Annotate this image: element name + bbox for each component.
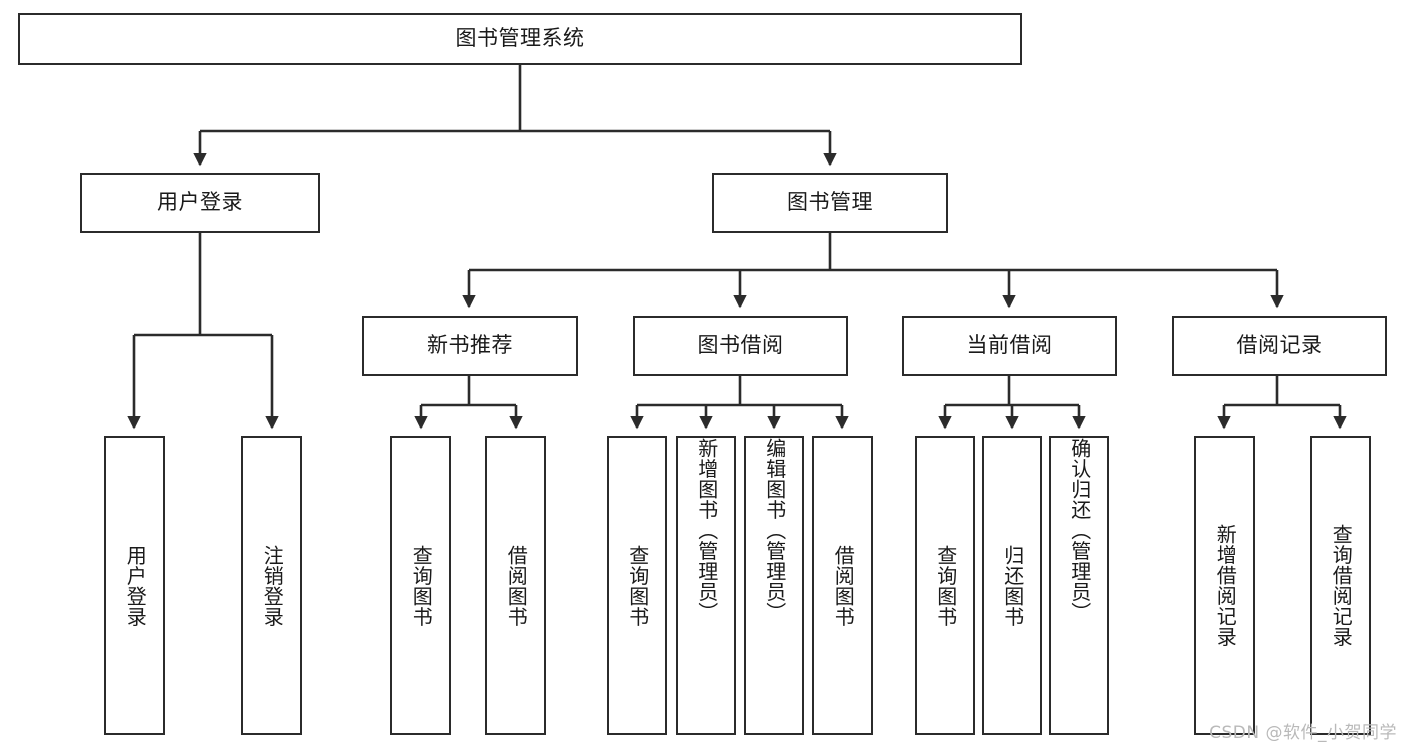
node-leaf-borrow-book-2[interactable]: 借阅图书 bbox=[812, 436, 873, 735]
node-label: 新增借阅记录 bbox=[1213, 524, 1238, 647]
node-label: 新书推荐 bbox=[427, 333, 513, 358]
node-root-book-management-system[interactable]: 图书管理系统 bbox=[18, 13, 1022, 65]
node-label: 查询借阅记录 bbox=[1329, 524, 1354, 647]
node-leaf-query-borrow-record[interactable]: 查询借阅记录 bbox=[1310, 436, 1371, 735]
node-label: 用户登录 bbox=[123, 544, 148, 627]
node-label: 归还图书 bbox=[1000, 544, 1025, 627]
node-borrow-record[interactable]: 借阅记录 bbox=[1172, 316, 1387, 376]
node-label: 用户登录 bbox=[157, 190, 243, 215]
node-leaf-query-book-3[interactable]: 查询图书 bbox=[915, 436, 975, 735]
node-book-management[interactable]: 图书管理 bbox=[712, 173, 948, 233]
node-leaf-add-borrow-record[interactable]: 新增借阅记录 bbox=[1194, 436, 1255, 735]
node-current-borrow[interactable]: 当前借阅 bbox=[902, 316, 1117, 376]
node-leaf-logout-login[interactable]: 注销登录 bbox=[241, 436, 302, 735]
node-label: 借阅记录 bbox=[1236, 333, 1323, 358]
node-leaf-user-login[interactable]: 用户登录 bbox=[104, 436, 165, 735]
node-label: 图书借阅 bbox=[697, 333, 784, 358]
node-label: 借阅图书 bbox=[831, 544, 856, 627]
node-leaf-edit-book-admin[interactable]: 编辑图书（管理员） bbox=[744, 436, 804, 735]
node-label: 编辑图书（管理员） bbox=[762, 438, 787, 623]
node-label: 借阅图书 bbox=[504, 544, 529, 627]
node-leaf-query-book-2[interactable]: 查询图书 bbox=[607, 436, 667, 735]
node-book-borrow[interactable]: 图书借阅 bbox=[633, 316, 848, 376]
node-leaf-add-book-admin[interactable]: 新增图书（管理员） bbox=[676, 436, 736, 735]
node-leaf-borrow-book-1[interactable]: 借阅图书 bbox=[485, 436, 546, 735]
node-leaf-return-book[interactable]: 归还图书 bbox=[982, 436, 1042, 735]
node-label: 确认归还（管理员） bbox=[1067, 438, 1092, 623]
node-label: 查询图书 bbox=[409, 544, 434, 627]
node-label: 查询图书 bbox=[625, 544, 650, 627]
csdn-watermark: CSDN @软件_小贺同学 bbox=[1209, 723, 1397, 743]
node-user-login[interactable]: 用户登录 bbox=[80, 173, 320, 233]
node-label: 查询图书 bbox=[933, 544, 958, 627]
node-leaf-query-book-1[interactable]: 查询图书 bbox=[390, 436, 451, 735]
node-label: 图书管理系统 bbox=[455, 26, 585, 51]
node-label: 图书管理 bbox=[787, 190, 873, 215]
node-new-book-recommend[interactable]: 新书推荐 bbox=[362, 316, 578, 376]
node-label: 注销登录 bbox=[260, 544, 285, 627]
node-leaf-confirm-return-admin[interactable]: 确认归还（管理员） bbox=[1049, 436, 1109, 735]
node-label: 当前借阅 bbox=[966, 333, 1053, 358]
node-label: 新增图书（管理员） bbox=[694, 438, 719, 623]
